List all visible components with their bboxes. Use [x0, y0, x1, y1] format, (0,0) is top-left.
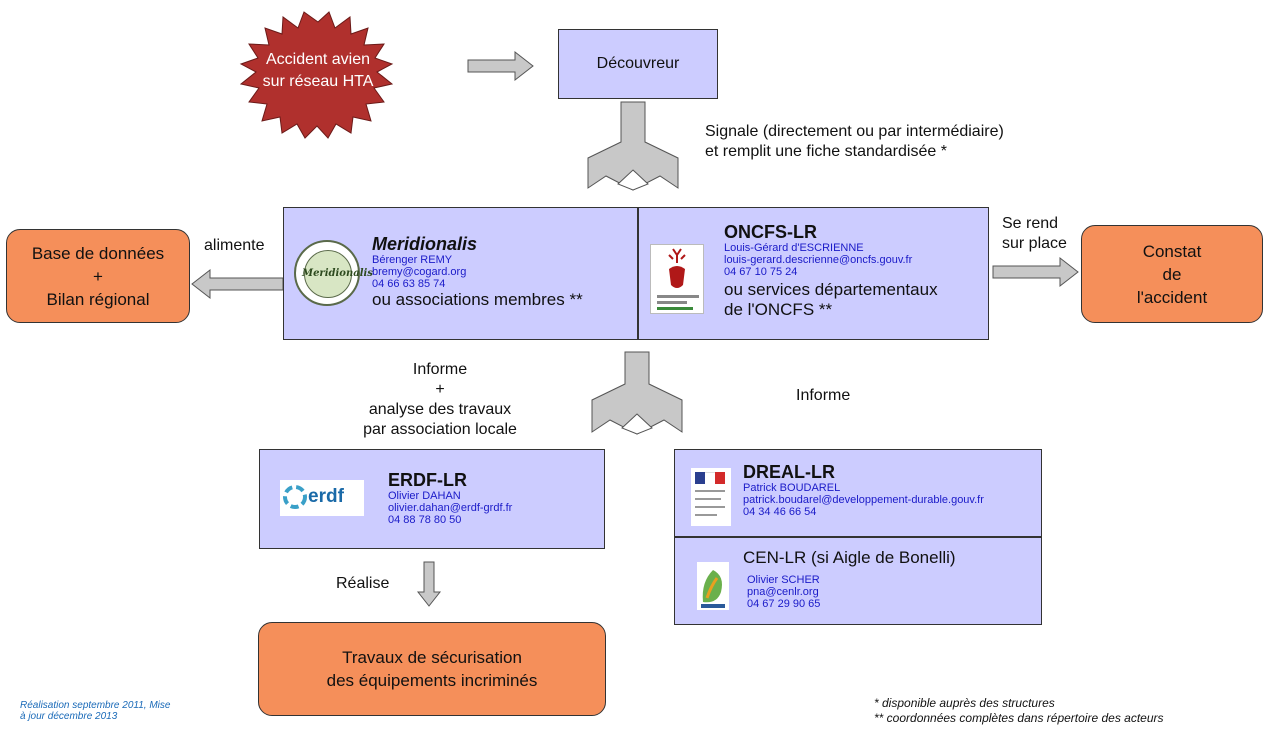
accident-starburst	[239, 11, 394, 139]
footnote-right: * disponible auprès des structures ** co…	[874, 696, 1164, 726]
arrow-se-rend	[992, 256, 1079, 288]
meridionalis-contact: Bérenger REMY	[372, 254, 453, 266]
signale-line1: Signale (directement ou par intermédiair…	[705, 123, 1004, 140]
decouvreur-label: Découvreur	[596, 55, 680, 72]
arrow-realise	[416, 561, 442, 607]
cen-logo	[697, 562, 729, 610]
base-line1: Base de données	[31, 243, 165, 263]
travaux-line2: des équipements incriminés	[326, 671, 538, 690]
dreal-block: DREAL-LR Patrick BOUDAREL patrick.boudar…	[743, 462, 1039, 518]
meridionalis-logo-text: Meridionalis	[302, 268, 373, 279]
oncfs-email[interactable]: louis-gerard.descrienne@oncfs.gouv.fr	[724, 254, 913, 266]
dreal-phone: 04 34 46 66 54	[743, 506, 817, 518]
oncfs-contact: Louis-Gérard d'ESCRIENNE	[724, 242, 864, 254]
informe-left-line4: par association locale	[363, 421, 517, 438]
oncfs-phone: 04 67 10 75 24	[724, 266, 798, 278]
erdf-box: erdf ERDF-LR Olivier DAHAN olivier.dahan…	[259, 449, 605, 549]
accident-line2: sur réseau HTA	[262, 73, 374, 90]
footnote-right-line1: * disponible auprès des structures	[874, 696, 1055, 710]
footnote-left: Réalisation septembre 2011, Mise à jour …	[20, 700, 170, 722]
informe-left-line3: analyse des travaux	[368, 401, 512, 418]
oncfs-block: ONCFS-LR Louis-Gérard d'ESCRIENNE louis-…	[724, 222, 984, 320]
oncfs-services-line1: ou services départementaux	[724, 280, 938, 299]
footnote-left-line1: Réalisation septembre 2011, Mise	[20, 700, 171, 711]
dreal-cen-divider	[675, 536, 1041, 538]
central-box: Meridionalis Meridionalis Bérenger REMY …	[283, 207, 989, 340]
informe-left-line1: Informe	[412, 361, 468, 378]
accident-label: Accident avien sur réseau HTA	[255, 49, 381, 93]
constat-line2: de	[1162, 264, 1182, 284]
meridionalis-phone: 04 66 63 85 74	[372, 278, 446, 290]
deer-icon	[657, 248, 699, 310]
dreal-cen-box: DREAL-LR Patrick BOUDAREL patrick.boudar…	[674, 449, 1042, 625]
realise-label: Réalise	[336, 575, 390, 592]
meridionalis-block: Meridionalis Bérenger REMY bremy@cogard.…	[372, 234, 632, 310]
erdf-title: ERDF-LR	[388, 470, 467, 490]
se-rend-label: Se rend sur place	[1002, 214, 1092, 254]
dreal-title: DREAL-LR	[743, 462, 835, 482]
base-line2: +	[93, 266, 103, 286]
alimente-label: alimente	[204, 237, 265, 254]
meridionalis-logo: Meridionalis	[294, 240, 373, 306]
footnote-left-line2: à jour décembre 2013	[20, 711, 118, 722]
cen-title: CEN-LR (si Aigle de Bonelli)	[743, 548, 956, 567]
se-rend-line1: Se rend	[1002, 215, 1059, 232]
informe-left-line2: +	[435, 381, 445, 398]
erdf-block: ERDF-LR Olivier DAHAN olivier.dahan@erdf…	[388, 470, 598, 526]
cen-phone: 04 67 29 90 65	[747, 598, 821, 610]
oncfs-title: ONCFS-LR	[724, 222, 817, 242]
erdf-contact: Olivier DAHAN	[388, 490, 461, 502]
meridionalis-email[interactable]: bremy@cogard.org	[372, 266, 467, 278]
se-rend-line2: sur place	[1002, 235, 1067, 252]
erdf-swirl-icon	[283, 485, 307, 509]
cen-email[interactable]: pna@cenlr.org	[747, 586, 819, 598]
oncfs-services-line2: de l'ONCFS **	[724, 300, 833, 319]
erdf-email[interactable]: olivier.dahan@erdf-grdf.fr	[388, 502, 513, 514]
constat-line1: Constat	[1142, 241, 1202, 261]
cen-block: CEN-LR (si Aigle de Bonelli) Olivier SCH…	[743, 548, 1039, 610]
decouvreur-box: Découvreur	[558, 29, 718, 99]
oncfs-logo	[650, 244, 704, 314]
footnote-right-line2: ** coordonnées complètes dans répertoire…	[874, 711, 1164, 725]
accident-line1: Accident avien	[265, 51, 371, 68]
informe-right-label: Informe	[796, 387, 851, 404]
erdf-logo-text: erdf	[308, 486, 344, 507]
dreal-contact: Patrick BOUDAREL	[743, 482, 841, 494]
signale-line2: et remplit une fiche standardisée *	[705, 143, 947, 160]
travaux-box: Travaux de sécurisation des équipements …	[258, 622, 606, 716]
constat-box: Constat de l'accident	[1081, 225, 1263, 323]
base-box: Base de données + Bilan régional	[6, 229, 190, 323]
constat-line3: l'accident	[1136, 287, 1208, 307]
erdf-phone: 04 88 78 80 50	[388, 514, 462, 526]
base-line3: Bilan régional	[46, 289, 150, 309]
erdf-logo: erdf	[280, 480, 364, 516]
dreal-logo	[691, 468, 731, 526]
arrow-to-decouvreur	[467, 50, 534, 82]
meridionalis-members: ou associations membres **	[372, 290, 583, 309]
signale-text: Signale (directement ou par intermédiair…	[705, 122, 1085, 162]
meridionalis-title: Meridionalis	[372, 234, 478, 254]
arrow-alimente	[191, 268, 284, 300]
cen-leaf-icon	[701, 570, 725, 608]
travaux-line1: Travaux de sécurisation	[342, 648, 522, 667]
central-divider	[637, 208, 639, 339]
dreal-email[interactable]: patrick.boudarel@developpement-durable.g…	[743, 494, 984, 506]
cen-contact: Olivier SCHER	[747, 574, 820, 586]
informe-left-label: Informe + analyse des travaux par associ…	[320, 360, 560, 440]
